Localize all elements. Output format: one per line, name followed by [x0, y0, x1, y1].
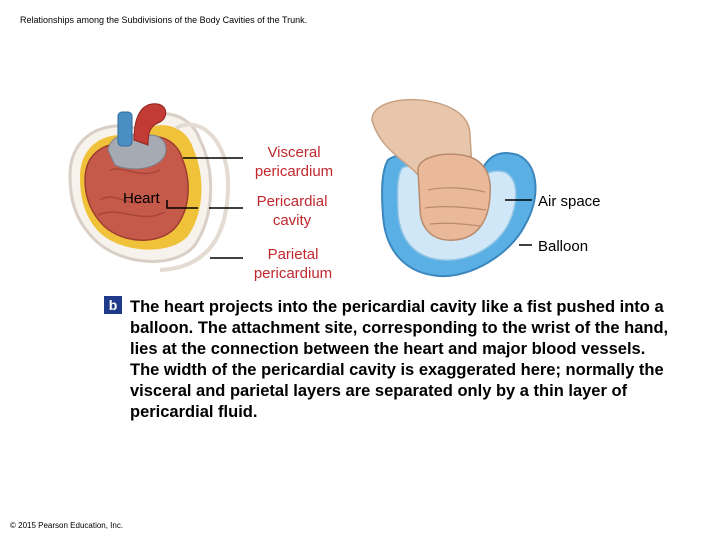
visceral-pericardium-label: Visceral pericardium	[244, 143, 344, 181]
parietal-pericardium-label: Parietal pericardium	[243, 245, 343, 283]
parietal-pericardium-line1: Parietal	[267, 246, 319, 263]
pericardial-cavity-line1: Pericardial	[256, 193, 328, 210]
leader-lines	[166, 157, 532, 259]
heart-illustration	[68, 103, 231, 272]
pericardial-cavity-label: Pericardial cavity	[242, 192, 342, 230]
fist-balloon-illustration	[371, 98, 537, 278]
visceral-pericardium-line1: Visceral	[267, 144, 321, 161]
page-title: Relationships among the Subdivisions of …	[20, 15, 308, 25]
caption-text: The heart projects into the pericardial …	[130, 298, 669, 421]
copyright-notice: © 2015 Pearson Education, Inc.	[10, 521, 124, 530]
caption-badge: b	[104, 296, 122, 314]
heart-label: Heart	[123, 190, 160, 207]
pericardial-cavity-line2: cavity	[272, 212, 312, 229]
air-space-label: Air space	[538, 193, 601, 210]
parietal-pericardium-line2: pericardium	[253, 265, 333, 282]
visceral-pericardium-line2: pericardium	[254, 163, 334, 180]
balloon-label: Balloon	[538, 238, 589, 255]
